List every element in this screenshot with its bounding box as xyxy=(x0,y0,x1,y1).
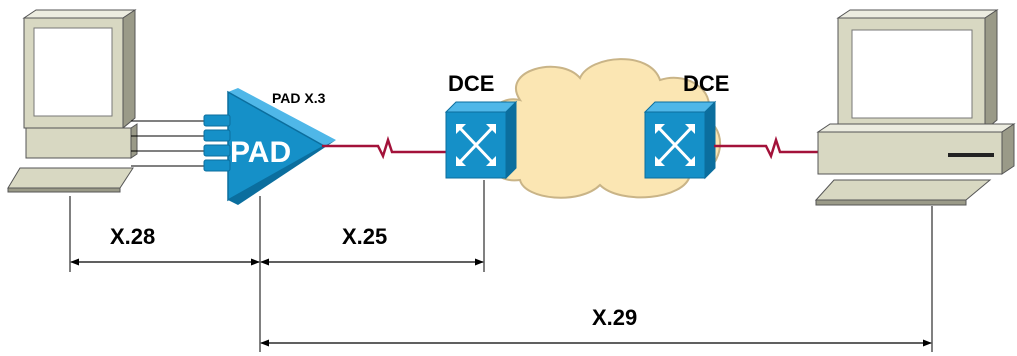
async-lines xyxy=(131,120,210,167)
x29-label: X.29 xyxy=(592,305,637,330)
serial-link-left xyxy=(322,135,450,160)
switch-icon xyxy=(444,100,518,180)
x25-label: X.25 xyxy=(342,224,387,249)
dce-left-label: DCE xyxy=(448,71,494,96)
pad-label: PAD xyxy=(230,136,291,169)
dce-right-label: DCE xyxy=(683,71,729,96)
pad-caption: PAD X.3 xyxy=(272,90,326,106)
dimension-guides xyxy=(69,180,933,352)
serial-link-right xyxy=(714,135,820,160)
x28-label: X.28 xyxy=(110,224,155,249)
switch-icon xyxy=(643,100,717,180)
pad-icon: PAD xyxy=(203,88,336,205)
workstation-icon xyxy=(814,9,1016,206)
terminal-icon xyxy=(7,9,138,193)
